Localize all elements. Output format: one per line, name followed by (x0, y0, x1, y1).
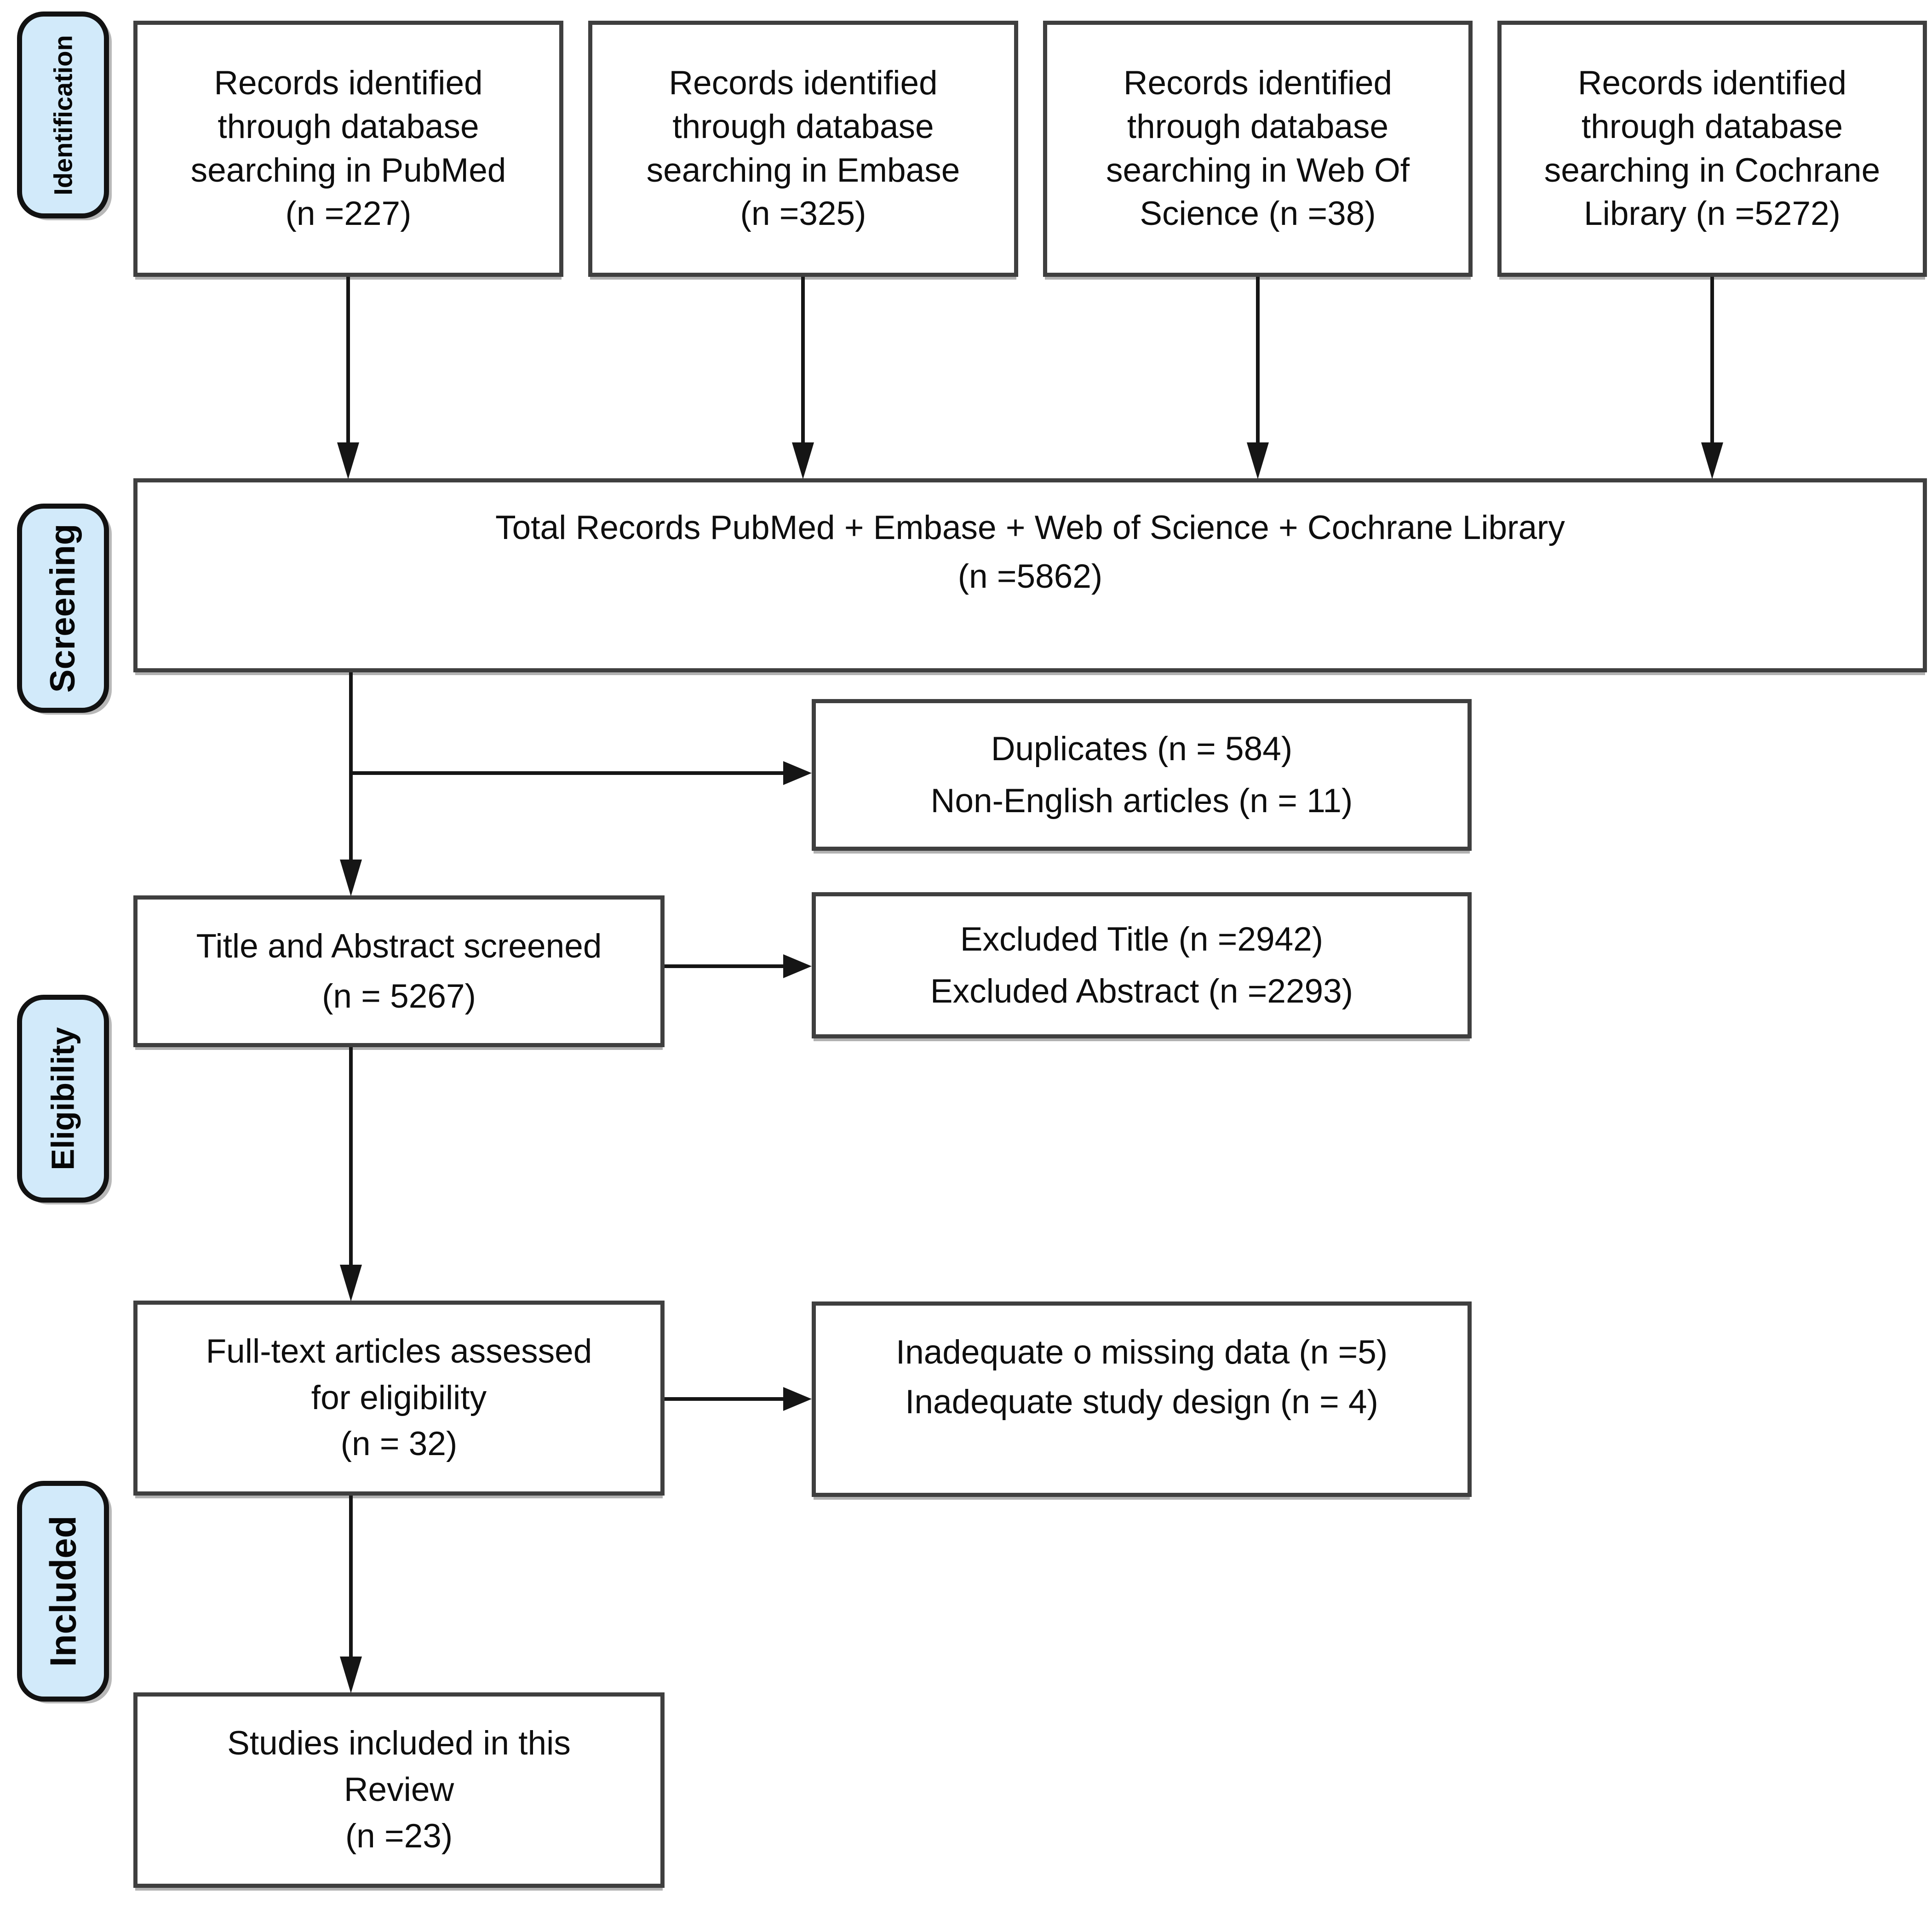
box-full-text-excluded-reasons-text: Inadequate o missing data (n =5) Inadequ… (895, 1334, 1388, 1421)
box-records-embase: Records identified through database sear… (588, 21, 1018, 277)
arrow-total-to-title-abstract-line (349, 672, 353, 860)
arrow-cochrane-to-total-line (1710, 277, 1714, 443)
box-records-web-of-science-text: Records identified through database sear… (1106, 64, 1410, 233)
box-title-abstract-screened: Title and Abstract screened (n = 5267) (133, 895, 665, 1047)
arrow-total-to-title-abstract-head (340, 860, 362, 896)
arrow-title-abstract-to-full-text-head (340, 1265, 362, 1301)
box-records-pubmed-text: Records identified through database sear… (190, 64, 506, 233)
stage-label-screening: Screening (17, 504, 109, 713)
stage-label-identification: Identification (17, 11, 109, 218)
box-duplicates-removed-text: Duplicates (n = 584) Non-English article… (930, 730, 1353, 820)
box-records-cochrane-library: Records identified through database sear… (1497, 21, 1927, 277)
box-records-web-of-science: Records identified through database sear… (1043, 21, 1473, 277)
box-studies-included-text: Studies included in this Review (n =23) (227, 1725, 571, 1855)
arrow-pubmed-to-total-line (346, 277, 350, 443)
stage-label-included-text: Included (42, 1515, 83, 1667)
arrow-full-text-to-studies-included-head (340, 1657, 362, 1693)
box-total-records: Total Records PubMed + Embase + Web of S… (133, 478, 1927, 672)
box-excluded-title-abstract-text: Excluded Title (n =2942) Excluded Abstra… (930, 920, 1353, 1010)
arrow-embase-to-total-head (792, 442, 814, 479)
arrow-title-abstract-to-excluded-line (665, 964, 783, 968)
arrow-full-text-to-excluded-reasons-line (665, 1397, 783, 1401)
box-full-text-assessed-text: Full-text articles assessed for eligibil… (206, 1332, 592, 1463)
arrow-title-abstract-to-full-text-line (349, 1047, 353, 1266)
arrow-web-of-science-to-total-head (1247, 442, 1269, 479)
arrow-pubmed-to-total-head (337, 442, 359, 479)
stage-label-identification-text: Identification (48, 34, 78, 195)
box-studies-included: Studies included in this Review (n =23) (133, 1692, 665, 1888)
arrow-full-text-to-excluded-reasons-head (783, 1387, 812, 1411)
box-total-records-text: Total Records PubMed + Embase + Web of S… (495, 509, 1565, 595)
stage-label-eligibility-text: Eligibility (45, 1027, 81, 1170)
box-records-pubmed: Records identified through database sear… (133, 21, 563, 277)
stage-label-included: Included (17, 1481, 109, 1702)
stage-label-eligibility: Eligibility (17, 995, 109, 1203)
arrow-web-of-science-to-total-line (1256, 277, 1260, 443)
box-full-text-assessed: Full-text articles assessed for eligibil… (133, 1301, 665, 1496)
box-title-abstract-screened-text: Title and Abstract screened (n = 5267) (196, 927, 602, 1015)
box-records-embase-text: Records identified through database sear… (646, 64, 960, 233)
arrow-full-text-to-studies-included-line (349, 1496, 353, 1657)
arrow-cochrane-to-total-head (1701, 442, 1723, 479)
arrow-embase-to-total-line (801, 277, 805, 443)
box-records-cochrane-library-text: Records identified through database sear… (1544, 64, 1880, 233)
arrow-title-abstract-to-excluded-head (783, 954, 812, 978)
box-excluded-title-abstract: Excluded Title (n =2942) Excluded Abstra… (812, 892, 1472, 1038)
arrow-branch-to-duplicates-line (351, 771, 784, 775)
box-full-text-excluded-reasons: Inadequate o missing data (n =5) Inadequ… (812, 1301, 1472, 1497)
arrow-branch-to-duplicates-head (783, 761, 812, 785)
stage-label-screening-text: Screening (43, 523, 83, 693)
box-duplicates-removed: Duplicates (n = 584) Non-English article… (812, 699, 1472, 851)
